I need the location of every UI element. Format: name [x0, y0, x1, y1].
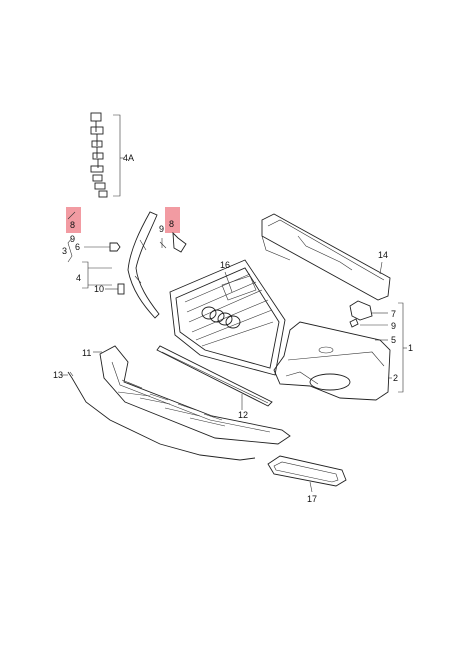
label-16: 16 [220, 260, 230, 270]
impact-absorber-14 [261, 213, 391, 301]
highlight-left [66, 207, 81, 233]
trim-strip-13 [67, 371, 256, 461]
mount-8 [172, 231, 187, 253]
label-12: 12 [238, 410, 248, 420]
bracket-7 [349, 300, 373, 321]
label-8-mid: 8 [169, 219, 174, 229]
label-14: 14 [378, 250, 388, 260]
label-13: 13 [53, 370, 63, 380]
fog-grille-17 [267, 455, 347, 487]
left-bracket [127, 211, 160, 319]
label-17: 17 [307, 494, 317, 504]
label-2: 2 [393, 373, 398, 383]
clip-10 [117, 283, 125, 295]
label-4a: 4A [123, 153, 134, 163]
label-9-left: 9 [70, 234, 75, 244]
clip-9-right [349, 318, 359, 328]
label-3: 3 [62, 246, 67, 256]
trim-strip-12 [156, 345, 273, 407]
label-9-mid: 9 [159, 224, 164, 234]
label-6: 6 [75, 242, 80, 252]
bumper-cover-2 [273, 321, 391, 401]
label-11: 11 [82, 348, 91, 358]
label-9-right: 9 [391, 321, 396, 331]
label-7: 7 [391, 309, 396, 319]
label-4: 4 [76, 273, 81, 283]
radiator-grille [169, 259, 286, 376]
fastener-set-4a [90, 112, 124, 198]
label-5: 5 [391, 335, 396, 345]
highlight-middle [165, 207, 180, 233]
label-1: 1 [408, 343, 413, 353]
label-8-left: 8 [70, 220, 75, 230]
clip-6 [109, 242, 121, 252]
spoiler-11 [99, 345, 291, 445]
label-10: 10 [94, 284, 104, 294]
